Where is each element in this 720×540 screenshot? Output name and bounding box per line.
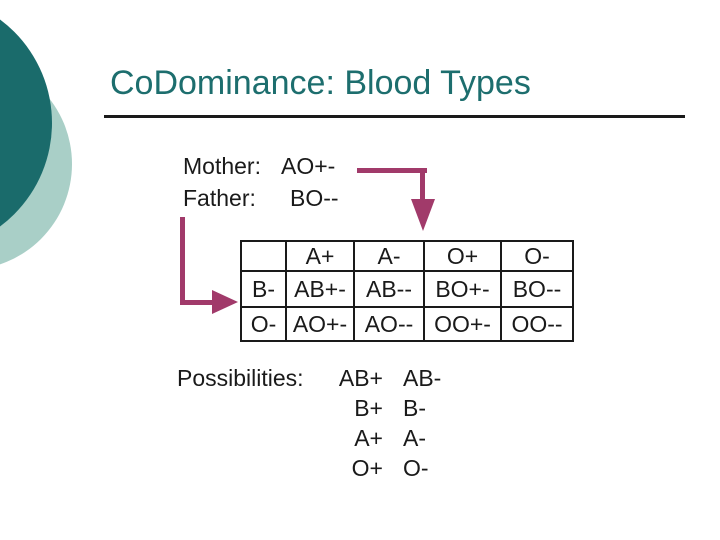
father-label: Father: xyxy=(183,185,256,211)
punnett-col-header: A+ xyxy=(285,240,355,272)
punnett-col-header: O- xyxy=(500,240,574,272)
father-arrow-vertical-segment xyxy=(180,217,185,305)
mother-genotype: AO+- xyxy=(281,153,336,179)
father-arrow-right-arrowhead-icon xyxy=(212,290,238,314)
punnett-col-header: O+ xyxy=(423,240,502,272)
punnett-cell: AO-- xyxy=(353,306,425,342)
mother-arrow-down-arrowhead-icon xyxy=(411,199,435,231)
punnett-row-header: B- xyxy=(240,270,287,308)
punnett-row: B- AB+- AB-- BO+- BO-- xyxy=(240,270,574,308)
possibilities-label: Possibilities: xyxy=(177,365,304,391)
punnett-cell: AO+- xyxy=(285,306,355,342)
punnett-cell: AB-- xyxy=(353,270,425,308)
possibility-positive: O+ xyxy=(351,455,383,481)
punnett-cell: OO-- xyxy=(500,306,574,342)
mother-label: Mother: xyxy=(183,153,261,179)
punnett-row: O- AO+- AO-- OO+- OO-- xyxy=(240,306,574,342)
possibility-negative: O- xyxy=(403,455,429,481)
title-underline xyxy=(104,115,685,118)
possibility-negative: AB- xyxy=(403,365,442,391)
punnett-cell: BO-- xyxy=(500,270,574,308)
punnett-row-header: O- xyxy=(240,306,287,342)
punnett-cell: BO+- xyxy=(423,270,502,308)
mother-arrow-vertical-segment xyxy=(420,168,425,202)
possibility-positive: AB+ xyxy=(338,365,383,391)
punnett-header-row: A+ A- O+ O- xyxy=(240,240,574,272)
punnett-cell: OO+- xyxy=(423,306,502,342)
possibility-negative: A- xyxy=(403,425,426,451)
possibility-positive: A+ xyxy=(354,425,383,451)
possibility-positive: B+ xyxy=(354,395,383,421)
punnett-cell: AB+- xyxy=(285,270,355,308)
page-title: CoDominance: Blood Types xyxy=(110,64,531,102)
father-arrow-horizontal-segment xyxy=(180,300,214,305)
mother-arrow-horizontal-segment xyxy=(357,168,427,173)
father-genotype: BO-- xyxy=(290,185,339,211)
possibility-negative: B- xyxy=(403,395,426,421)
punnett-col-header: A- xyxy=(353,240,425,272)
punnett-corner-cell xyxy=(240,240,287,272)
punnett-table: A+ A- O+ O- B- AB+- AB-- BO+- BO-- O- AO… xyxy=(240,240,574,342)
